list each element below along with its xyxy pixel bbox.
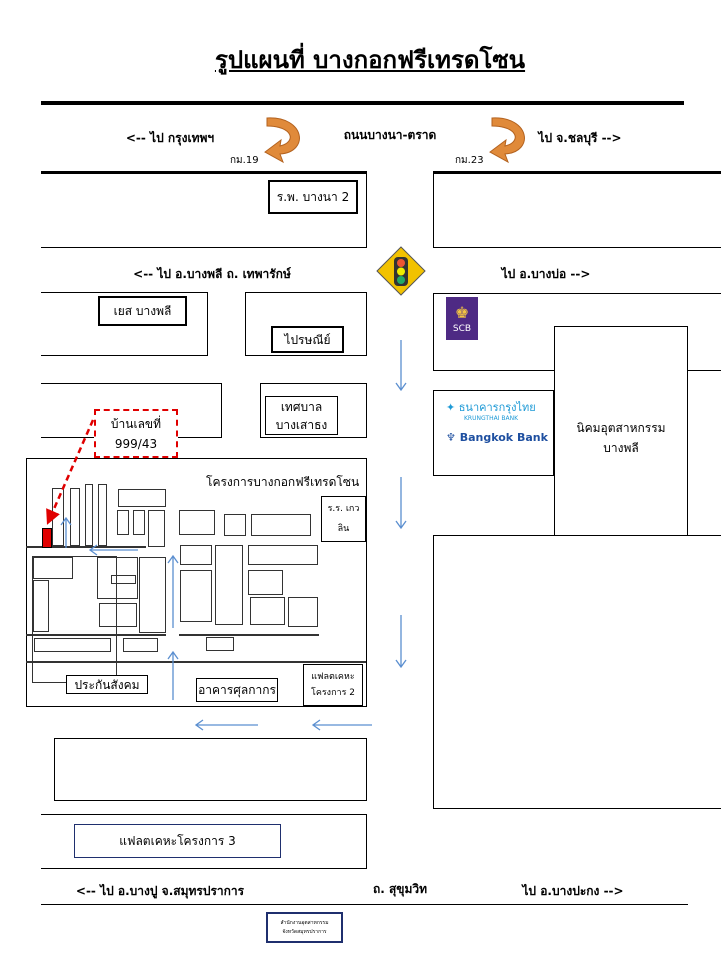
road-line bbox=[41, 904, 688, 905]
scb-label: SCB bbox=[452, 323, 472, 334]
yes-label: เยส บางพลี bbox=[113, 304, 172, 318]
flat-3-label: แฟลตเคหะโครงการ 3 bbox=[119, 834, 236, 848]
road-label: <-- ไป อ.บางปู จ.สมุทรปราการ bbox=[75, 884, 245, 898]
building-lot bbox=[250, 597, 285, 625]
road-name: ถ. สุขุมวิท bbox=[372, 882, 428, 896]
road-label: <-- ไป กรุงเทพฯ bbox=[125, 131, 215, 145]
building-lot bbox=[251, 514, 311, 536]
building-lot bbox=[33, 580, 49, 632]
social-security-box: ประกันสังคม bbox=[66, 675, 148, 694]
krungthai-bird-icon: ✦ bbox=[446, 401, 456, 414]
house-label: บ้านเลขที่ bbox=[110, 416, 162, 431]
flat-2-box: แฟลตเคหะโครงการ 2 bbox=[303, 664, 363, 706]
traffic-light-icon bbox=[376, 246, 426, 296]
building-lot bbox=[179, 510, 215, 535]
building-lot bbox=[26, 661, 366, 663]
bangkok-bank-icon: ♆ bbox=[446, 431, 456, 444]
u-turn-arrow-icon bbox=[264, 117, 300, 164]
school-label: ร.ร. เกวลิน bbox=[327, 504, 360, 534]
building-lot bbox=[248, 570, 283, 595]
post-office-box: ไปรษณีย์ bbox=[271, 326, 344, 353]
industrial-label: บางพลี bbox=[603, 441, 639, 455]
road-label: <-- ไป อ.บางพลี ถ. เทพารักษ์ bbox=[133, 267, 291, 281]
footer-label: จังหวัดสมุทรปราการ bbox=[282, 928, 327, 935]
scb-logo: ♚SCB bbox=[446, 297, 478, 340]
building-lot bbox=[117, 510, 129, 535]
block bbox=[54, 738, 367, 801]
krungthai-label: ธนาคารกรุงไทย bbox=[458, 401, 536, 414]
building-lot bbox=[26, 546, 146, 548]
project-label: โครงการบางกอกฟรีเทรดโซน bbox=[206, 475, 360, 489]
yes-bangphli-box: เยส บางพลี bbox=[98, 296, 187, 326]
building-lot bbox=[206, 637, 234, 651]
building-lot bbox=[180, 545, 212, 565]
road-label: ไป อ.บางปะกง --> bbox=[522, 884, 624, 898]
municipality-box: เทศบาลบางเสาธง bbox=[265, 396, 338, 435]
red-marker bbox=[42, 528, 52, 548]
building-lot bbox=[148, 510, 165, 547]
building-lot bbox=[52, 488, 64, 546]
industrial-label: นิคมอุตสาหกรรม bbox=[576, 421, 666, 435]
road-line bbox=[41, 101, 684, 105]
customs-box: อาคารศุลกากร bbox=[196, 678, 278, 702]
industrial-estate-box: นิคมอุตสาหกรรมบางพลี bbox=[554, 326, 688, 550]
building-lot bbox=[70, 488, 80, 546]
building-lot bbox=[98, 484, 107, 546]
flat-label: แฟลตเคหะ bbox=[311, 672, 355, 682]
building-lot bbox=[33, 557, 73, 579]
road-name: ถนนบางนา-ตราด bbox=[343, 128, 437, 142]
customs-label: อาคารศุลกากร bbox=[198, 683, 276, 697]
school-box: ร.ร. เกวลิน bbox=[321, 496, 366, 542]
building-lot bbox=[139, 557, 166, 633]
page-title: รูปแผนที่ บางกอกฟรีเทรดโซน bbox=[214, 46, 526, 74]
block bbox=[433, 390, 554, 476]
building-lot bbox=[97, 557, 138, 599]
municipality-label: บางเสาธง bbox=[275, 417, 328, 432]
scb-emblem-icon: ♚ bbox=[454, 302, 470, 322]
building-lot bbox=[224, 514, 246, 536]
hospital-box: ร.พ. บางนา 2 bbox=[268, 180, 358, 214]
building-lot bbox=[123, 638, 158, 652]
footer-office-box: สำนักงานอุตสาหกรรมจังหวัดสมุทรปราการ bbox=[266, 912, 343, 943]
post-label: ไปรษณีย์ bbox=[284, 332, 331, 347]
house-number: 999/43 bbox=[114, 436, 158, 451]
krungthai-en-label: KRUNGTHAI BANK bbox=[464, 415, 519, 422]
building-lot bbox=[215, 545, 243, 625]
building-lot bbox=[26, 634, 166, 636]
social-security-label: ประกันสังคม bbox=[74, 677, 140, 692]
building-lot bbox=[85, 484, 93, 546]
flat-label: โครงการ 2 bbox=[310, 688, 355, 698]
block bbox=[433, 171, 721, 248]
building-lot bbox=[248, 545, 318, 565]
road-label: ไป อ.บางบ่อ --> bbox=[501, 267, 591, 281]
km-marker: กม.23 bbox=[455, 155, 484, 166]
building-lot bbox=[118, 489, 166, 507]
building-lot bbox=[99, 603, 137, 627]
block bbox=[433, 535, 721, 809]
building-lot bbox=[34, 638, 111, 652]
municipality-label: เทศบาล bbox=[280, 399, 323, 414]
road-label: ไป จ.ชลบุรี --> bbox=[538, 131, 622, 145]
building-lot bbox=[180, 570, 212, 622]
flat-3-box: แฟลตเคหะโครงการ 3 bbox=[74, 824, 281, 858]
km-marker: กม.19 bbox=[230, 155, 259, 166]
building-lot bbox=[179, 634, 319, 636]
building-lot bbox=[288, 597, 318, 627]
building-lot bbox=[111, 575, 136, 584]
house-number-callout: บ้านเลขที่ 999/43 bbox=[94, 409, 178, 458]
bangkok-bank-label: Bangkok Bank bbox=[459, 431, 548, 444]
u-turn-arrow-icon bbox=[489, 117, 525, 164]
footer-label: สำนักงานอุตสาหกรรม bbox=[280, 919, 329, 926]
building-lot bbox=[133, 510, 145, 535]
bangkok-bank-logo: ♆ Bangkok Bank bbox=[446, 430, 548, 446]
hospital-label: ร.พ. บางนา 2 bbox=[276, 190, 350, 204]
